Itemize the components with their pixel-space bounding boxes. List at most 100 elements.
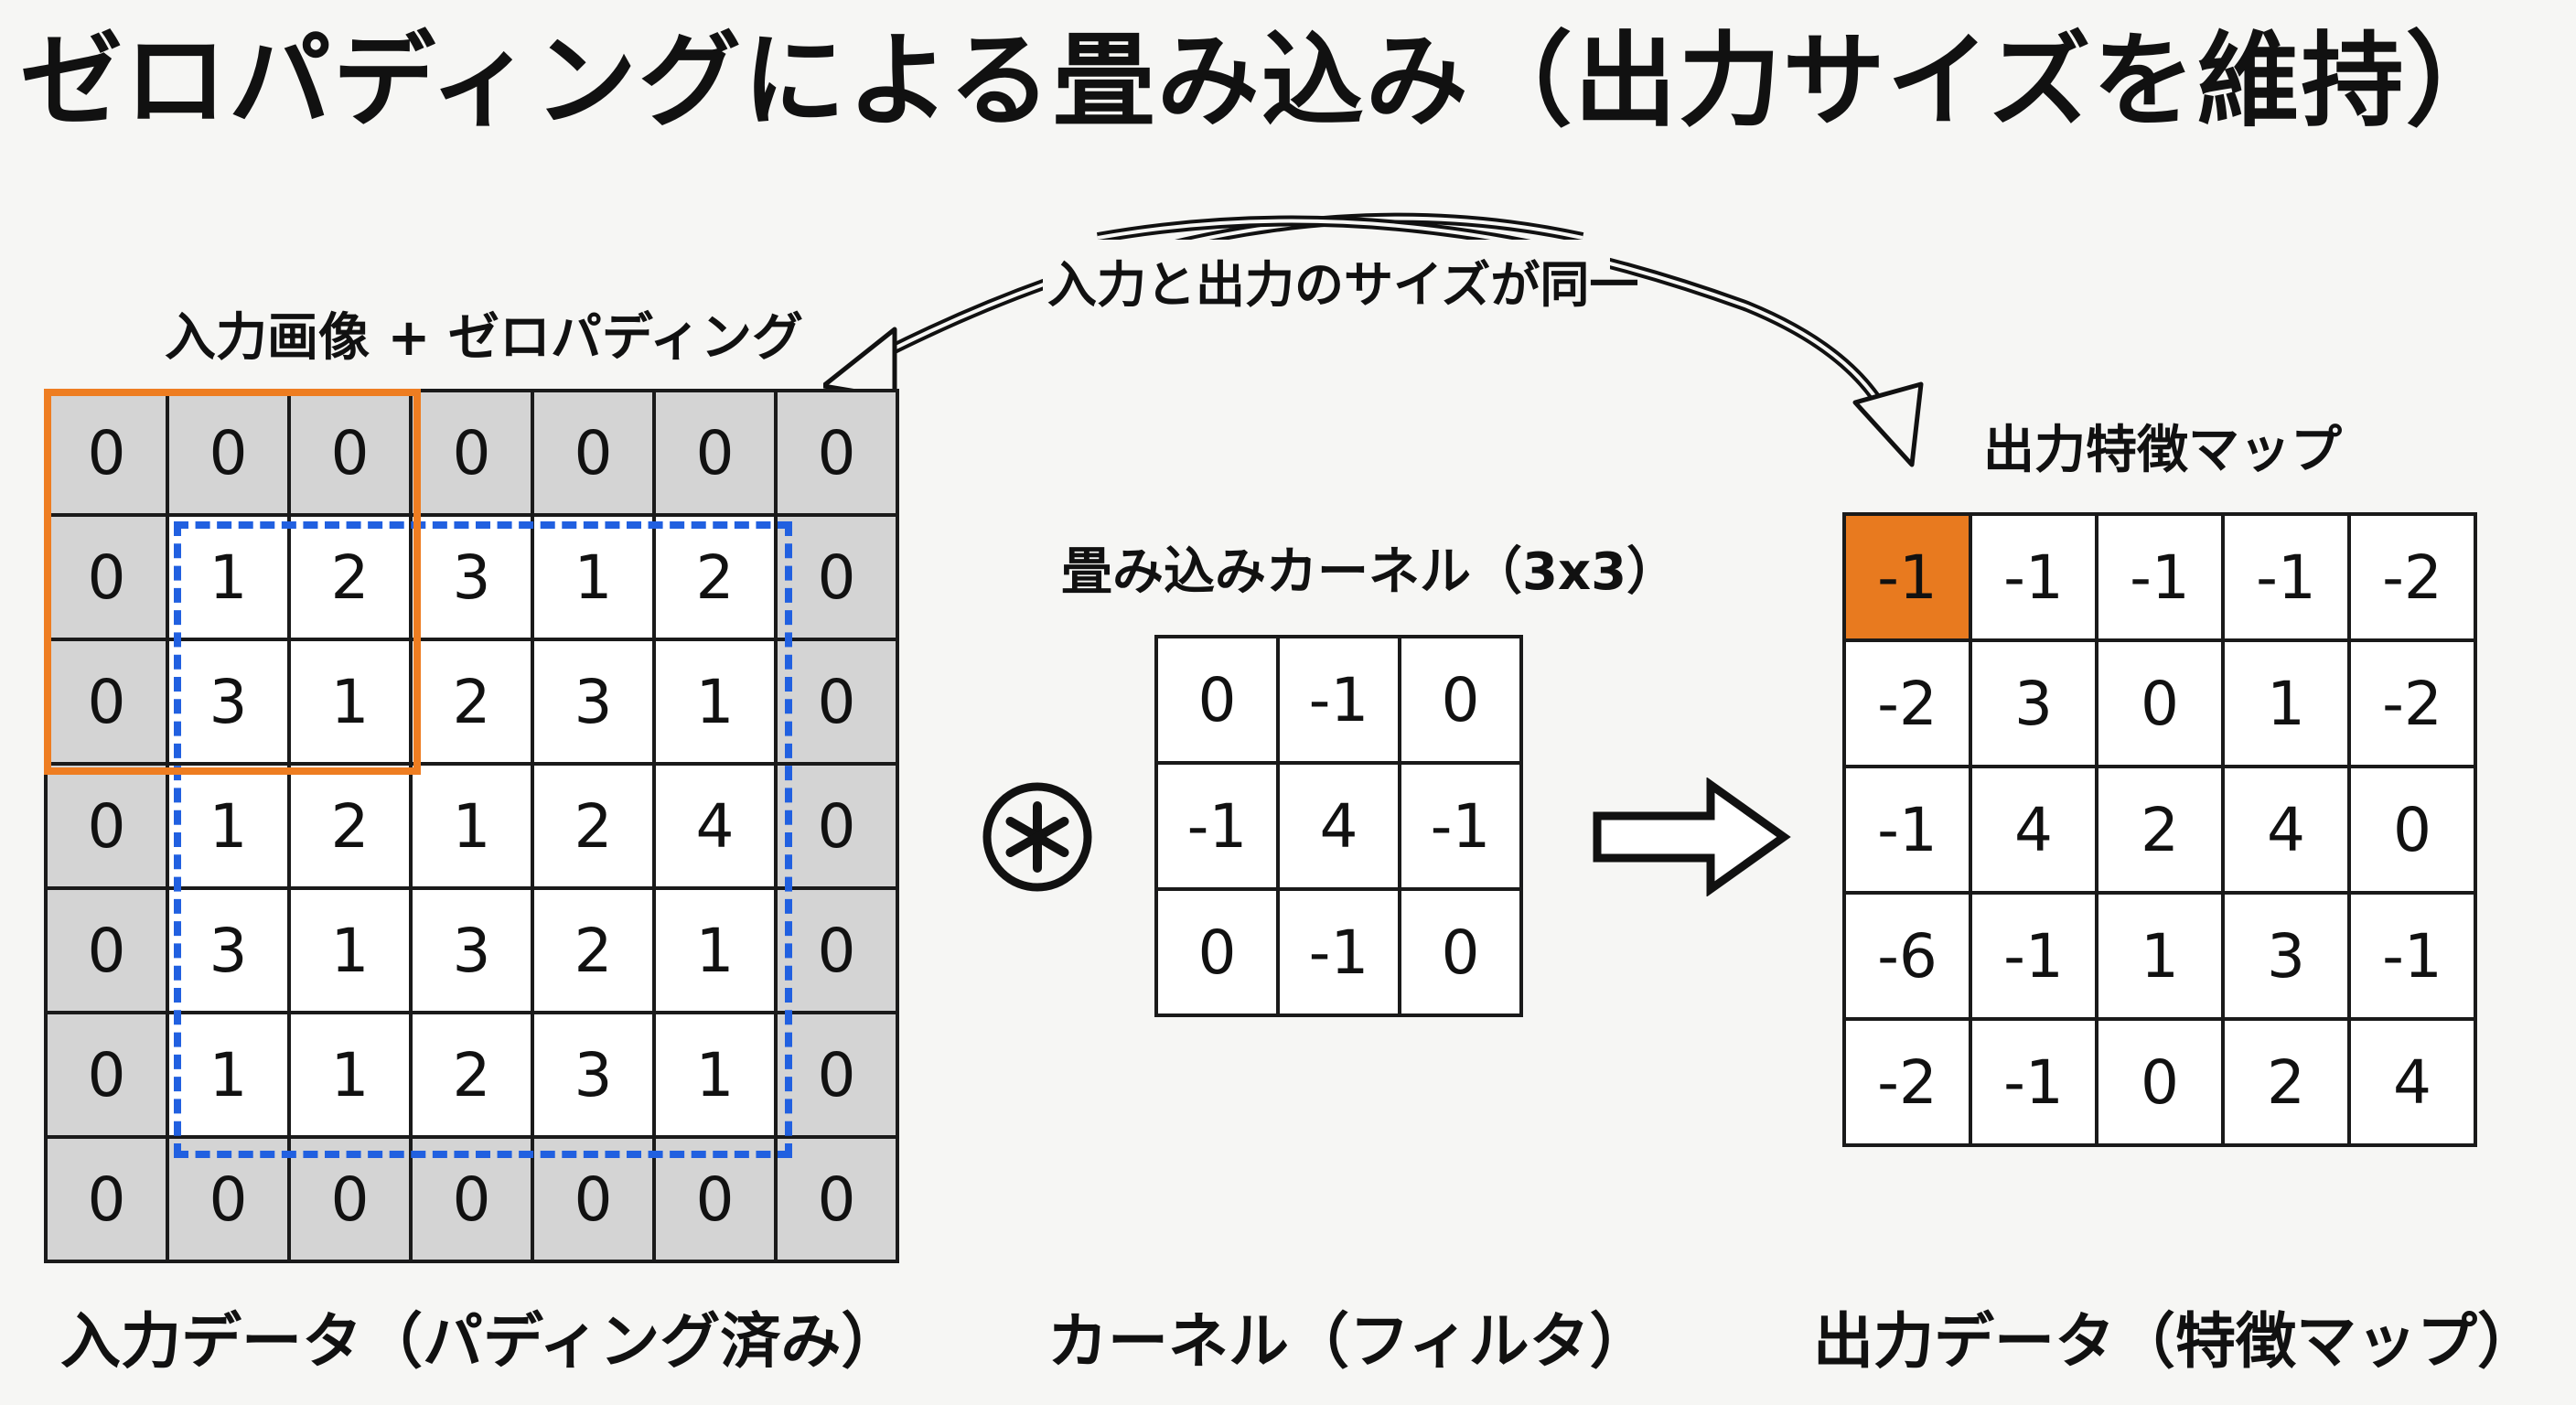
input-cell: 3 xyxy=(531,638,656,766)
output-cell: 2 xyxy=(2221,1017,2351,1147)
input-cell: 0 xyxy=(774,638,899,766)
output-cell: -1 xyxy=(1969,891,2098,1021)
output-cell: 1 xyxy=(2095,891,2225,1021)
output-cell: 4 xyxy=(1969,765,2098,895)
page-title: ゼロパディングによる畳み込み（出力サイズを維持） xyxy=(20,22,2510,141)
output-cell: -1 xyxy=(2095,512,2225,642)
circled-asterisk-icon xyxy=(982,782,1092,892)
output-cell: 0 xyxy=(2095,638,2225,768)
input-cell: 1 xyxy=(166,762,291,890)
output-cell: 2 xyxy=(2095,765,2225,895)
input-cell: 1 xyxy=(166,1011,291,1139)
input-cell: 0 xyxy=(774,762,899,890)
input-cell: 0 xyxy=(166,389,291,517)
output-cell: -1 xyxy=(1842,512,1972,642)
output-cell: 3 xyxy=(2221,891,2351,1021)
input-cell: 3 xyxy=(409,513,534,641)
input-cell: 0 xyxy=(774,389,899,517)
input-cell: 0 xyxy=(531,389,656,517)
output-row: -1-1-1-1-2 xyxy=(1842,512,2477,642)
input-cell: 1 xyxy=(531,513,656,641)
output-cell: -2 xyxy=(1842,638,1972,768)
input-cell: 3 xyxy=(166,886,291,1014)
output-cell: -6 xyxy=(1842,891,1972,1021)
input-cell: 0 xyxy=(44,389,169,517)
input-cell: 0 xyxy=(44,762,169,890)
input-cell: 3 xyxy=(409,886,534,1014)
output-cell: -2 xyxy=(2347,638,2477,768)
input-cell: 0 xyxy=(774,513,899,641)
output-cell: 1 xyxy=(2221,638,2351,768)
input-cell: 1 xyxy=(409,762,534,890)
input-cell: 0 xyxy=(409,389,534,517)
input-cell: 1 xyxy=(652,1011,778,1139)
output-top-label: 出力特徴マップ xyxy=(1983,421,2342,480)
output-bottom-label: 出力データ（特徴マップ） xyxy=(1813,1306,2538,1377)
hollow-right-arrow-icon xyxy=(1593,778,1791,896)
input-cell: 1 xyxy=(652,638,778,766)
input-cell: 0 xyxy=(774,1135,899,1263)
input-cell: 0 xyxy=(166,1135,291,1263)
input-cell: 1 xyxy=(287,886,413,1014)
input-cell: 2 xyxy=(287,762,413,890)
kernel-cell: -1 xyxy=(1398,761,1523,891)
input-cell: 0 xyxy=(44,638,169,766)
output-cell: -2 xyxy=(2347,512,2477,642)
same-size-note: 入力と出力のサイズが同一 xyxy=(1047,256,1639,314)
input-cell: 3 xyxy=(166,638,291,766)
input-cell: 1 xyxy=(287,638,413,766)
output-cell: -1 xyxy=(1969,1017,2098,1147)
kernel-cell: 0 xyxy=(1398,887,1523,1017)
kernel-cell: -1 xyxy=(1276,887,1401,1017)
kernel-cell: -1 xyxy=(1154,761,1280,891)
input-cell: 0 xyxy=(44,1011,169,1139)
input-cell: 2 xyxy=(652,513,778,641)
kernel-cell: 4 xyxy=(1276,761,1401,891)
input-cell: 1 xyxy=(287,1011,413,1139)
kernel-cell: -1 xyxy=(1276,635,1401,765)
curved-double-arrow-icon xyxy=(823,212,1924,467)
input-cell: 1 xyxy=(652,886,778,1014)
input-cell: 0 xyxy=(774,886,899,1014)
input-cell: 2 xyxy=(409,1011,534,1139)
output-cell: -1 xyxy=(1969,512,2098,642)
input-cell: 2 xyxy=(531,886,656,1014)
output-cell: 4 xyxy=(2221,765,2351,895)
output-cell: -1 xyxy=(2221,512,2351,642)
output-cell: -1 xyxy=(2347,891,2477,1021)
kernel-top-label: 畳み込みカーネル（3x3） xyxy=(1061,542,1679,602)
input-grid-bottom-label: 入力データ（パディング済み） xyxy=(60,1306,902,1377)
input-cell: 2 xyxy=(287,513,413,641)
output-cell: 0 xyxy=(2095,1017,2225,1147)
kernel-bottom-label: カーネル（フィルタ） xyxy=(1047,1306,1650,1377)
input-cell: 2 xyxy=(531,762,656,890)
input-cell: 0 xyxy=(44,886,169,1014)
input-cell: 0 xyxy=(652,389,778,517)
input-cell: 4 xyxy=(652,762,778,890)
input-cell: 2 xyxy=(409,638,534,766)
input-cell: 0 xyxy=(652,1135,778,1263)
input-cell: 0 xyxy=(409,1135,534,1263)
kernel-cell: 0 xyxy=(1154,635,1280,765)
input-cell: 0 xyxy=(774,1011,899,1139)
input-cell: 0 xyxy=(44,1135,169,1263)
output-cell: 0 xyxy=(2347,765,2477,895)
input-cell: 1 xyxy=(166,513,291,641)
